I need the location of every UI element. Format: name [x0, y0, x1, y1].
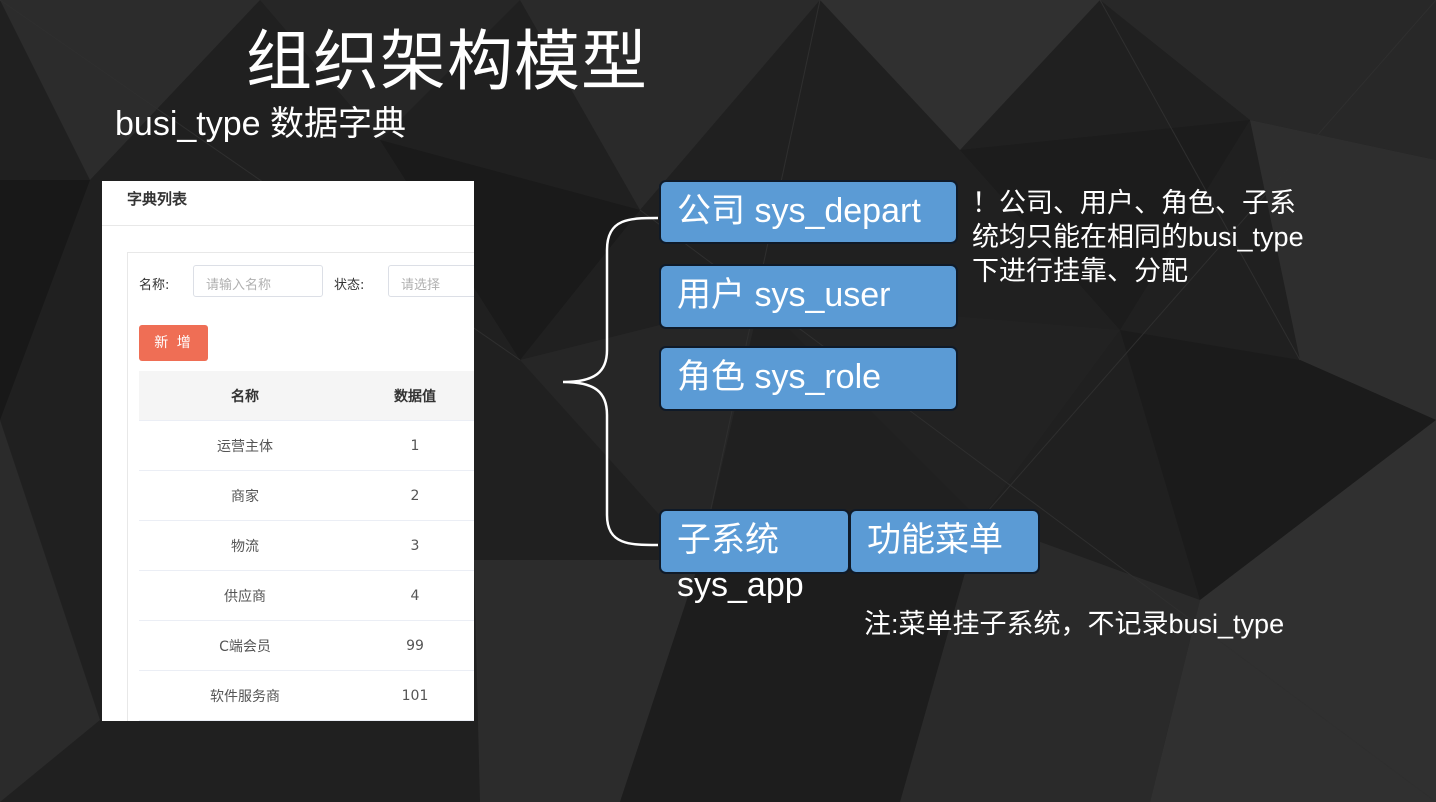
name-label: 名称:: [139, 278, 170, 293]
note-top: ！公司、用户、角色、子系 统均只能在相同的busi_type 下进行挂靠、分配: [972, 186, 1304, 288]
note-bottom: 注:菜单挂子系统，不记录busi_type: [864, 609, 1285, 639]
sys-depart-box: 公司 sys_depart: [659, 180, 958, 244]
name-search-input[interactable]: 请输入名称: [193, 265, 323, 297]
cell-value: 1: [351, 420, 474, 471]
panel-divider: [102, 225, 474, 226]
function-menu-box: 功能菜单: [849, 509, 1040, 574]
table-row[interactable]: 软件服务商 101: [139, 670, 474, 721]
table-row[interactable]: C端会员 99: [139, 620, 474, 671]
sys-app-box: 子系统: [659, 509, 850, 574]
table-row[interactable]: 商家 2: [139, 470, 474, 521]
column-header-value: 数据值: [351, 371, 474, 421]
cell-value: 101: [351, 670, 474, 721]
status-label: 状态:: [334, 278, 365, 293]
cell-name: 软件服务商: [139, 670, 351, 721]
dict-table: 名称 数据值 运营主体 1 商家 2 物流 3 供应商 4 C端会员: [139, 371, 474, 721]
dict-list-panel: 字典列表 名称: 请输入名称 状态: 请选择 新 增 名称 数据值 运营主体 1…: [102, 181, 474, 721]
cell-name: 物流: [139, 520, 351, 571]
page-subtitle: busi_type 数据字典: [115, 105, 406, 143]
table-header-row: 名称 数据值: [139, 371, 474, 421]
cell-value: 2: [351, 470, 474, 521]
cell-name: C端会员: [139, 620, 351, 671]
note-top-line: 统均只能在相同的busi_type: [972, 222, 1304, 252]
note-top-line: ！公司、用户、角色、子系: [972, 188, 1296, 218]
sys-user-box: 用户 sys_user: [659, 264, 958, 329]
cell-value: 99: [351, 620, 474, 671]
cell-name: 商家: [139, 470, 351, 521]
panel-title: 字典列表: [127, 190, 188, 208]
table-row[interactable]: 供应商 4: [139, 570, 474, 621]
brace-connector: [562, 216, 659, 547]
sys-app-label: sys_app: [677, 566, 804, 604]
table-row[interactable]: 物流 3: [139, 520, 474, 571]
sys-role-box: 角色 sys_role: [659, 346, 958, 411]
status-select[interactable]: 请选择: [388, 265, 474, 297]
table-row[interactable]: 运营主体 1: [139, 420, 474, 471]
add-button[interactable]: 新 增: [139, 325, 208, 361]
cell-name: 供应商: [139, 570, 351, 621]
cell-name: 运营主体: [139, 420, 351, 471]
page-title: 组织架构模型: [246, 23, 648, 100]
cell-value: 3: [351, 520, 474, 571]
note-top-line: 下进行挂靠、分配: [972, 256, 1188, 286]
cell-value: 4: [351, 570, 474, 621]
column-header-name: 名称: [139, 371, 351, 421]
